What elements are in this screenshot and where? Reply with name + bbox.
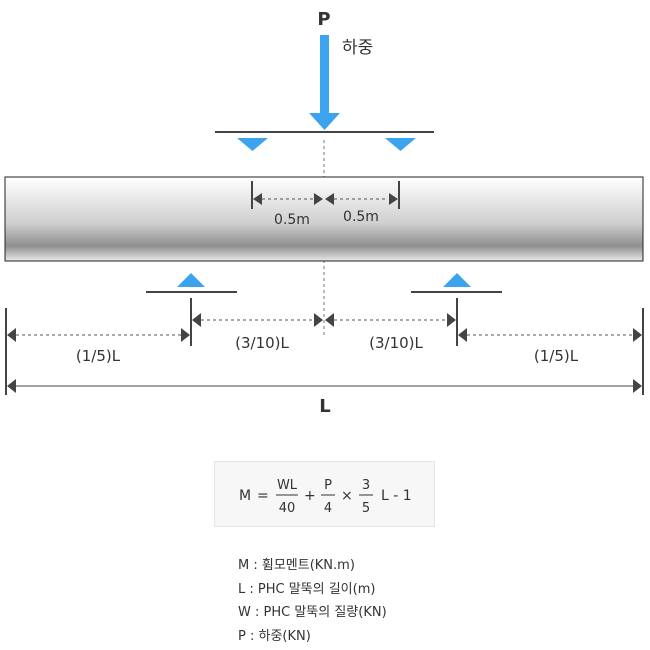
formula-times: × (341, 488, 353, 504)
legend-item-m: M : 휨모멘트(KN.m) (238, 558, 355, 573)
formula-frac2-den: 4 (324, 501, 332, 516)
span-inner-right-label: (3/10)L (369, 334, 423, 352)
span-inner-left-label: (3/10)L (235, 334, 289, 352)
formula-frac3-num: 3 (362, 478, 370, 493)
total-length-label: L (319, 396, 330, 417)
offset-dimension (251, 181, 400, 209)
formula-frac2-num: P (324, 478, 332, 493)
legend-item-p: P : 하중(KN) (238, 628, 311, 644)
formula-frac3-den: 5 (362, 501, 370, 516)
legend-item-l: L : PHC 말뚝의 길이(m) (238, 581, 376, 597)
span-dimension (5, 298, 644, 395)
support-triangle-down-left (237, 138, 268, 151)
variable-legend: M : 휨모멘트(KN.m) L : PHC 말뚝의 길이(m) W : PHC… (238, 554, 387, 648)
formula-frac1-num: WL (277, 478, 298, 493)
support-triangle-down-right (385, 138, 416, 151)
support-triangle-up-left (177, 273, 205, 287)
offset-left-label: 0.5m (274, 212, 310, 228)
support-triangle-up-right (443, 273, 471, 287)
formula-eq: = (257, 488, 269, 504)
load-label: 하중 (342, 38, 373, 58)
load-arrow-icon (309, 35, 340, 130)
load-symbol: P (317, 9, 330, 30)
offset-right-label: 0.5m (343, 209, 379, 225)
formula-frac1-den: 40 (279, 501, 296, 516)
moment-formula: M = WL 40 + P 4 × 3 5 L - 1 (239, 478, 412, 516)
legend-item-w: W : PHC 말뚝의 질량(KN) (238, 605, 387, 620)
span-outer-right-label: (1/5)L (534, 347, 579, 365)
formula-tail: L - 1 (381, 488, 412, 504)
span-outer-left-label: (1/5)L (76, 347, 121, 365)
formula-lhs: M (239, 488, 251, 504)
formula-plus: + (304, 488, 316, 504)
beam (4, 176, 644, 262)
formula-box: M = WL 40 + P 4 × 3 5 L - 1 (214, 461, 435, 527)
